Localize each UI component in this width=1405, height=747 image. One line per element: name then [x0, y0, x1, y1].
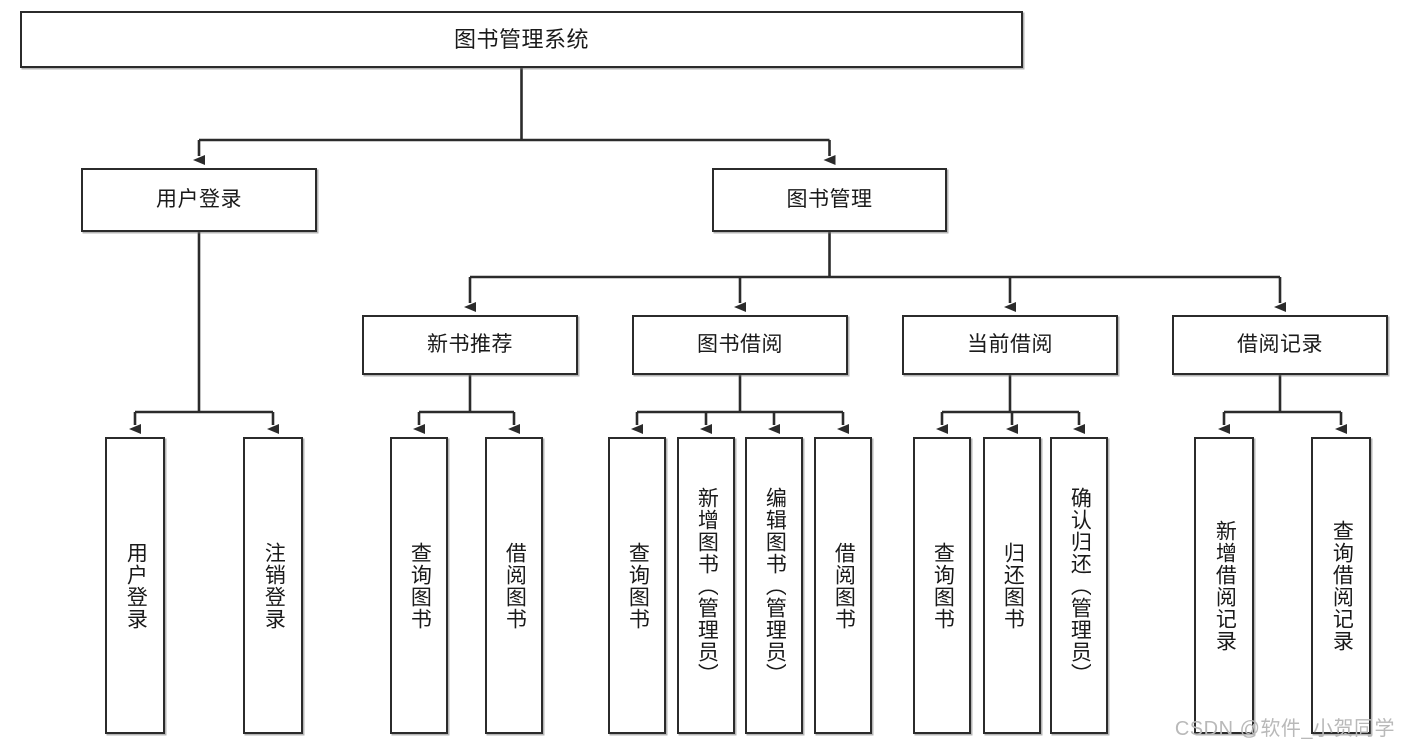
node-label: 新书推荐 [427, 332, 513, 356]
node-label: 确认归还（管理员） [1068, 486, 1092, 685]
node-level2-node-1-e59bbee4b9a6e7aea1e79086[interactable]: 图书管理 [712, 168, 947, 232]
node-level3-node-3-e5809fe99885e8aeb0e5bd95[interactable]: 借阅记录 [1172, 315, 1388, 375]
node-label: 新增图书（管理员） [695, 486, 719, 685]
node-leaf-node-5-e696b0e5a29ee59bbee4b9a6[interactable]: 新增图书（管理员） [677, 437, 735, 734]
node-label: 用户登录 [124, 541, 148, 630]
node-label: 新增借阅记录 [1213, 519, 1237, 652]
node-leaf-node-9-e5bd92e8bf98e59bbee4b9a6[interactable]: 归还图书 [983, 437, 1041, 734]
node-leaf-node-4-e69fa5e8afa2e59bbee4b9a6[interactable]: 查询图书 [608, 437, 666, 734]
node-label: 查询图书 [408, 541, 432, 630]
node-label: 编辑图书（管理员） [763, 486, 787, 685]
node-leaf-node-8-e69fa5e8afa2e59bbee4b9a6[interactable]: 查询图书 [913, 437, 971, 734]
node-label: 当前借阅 [967, 332, 1053, 356]
node-leaf-node-2-e69fa5e8afa2e59bbee4b9a6[interactable]: 查询图书 [390, 437, 448, 734]
node-label: 借阅记录 [1237, 332, 1323, 356]
node-leaf-node-1-e6b3a8e99480e799bbe5bd95[interactable]: 注销登录 [243, 437, 303, 734]
node-root-book-management-system[interactable]: 图书管理系统 [20, 11, 1023, 68]
node-level3-node-0-e696b0e4b9a6e68ea8e88d90[interactable]: 新书推荐 [362, 315, 578, 375]
node-level3-node-1-e59bbee4b9a6e5809fe99885[interactable]: 图书借阅 [632, 315, 848, 375]
node-leaf-node-11-e696b0e5a29ee5809fe99885[interactable]: 新增借阅记录 [1194, 437, 1254, 734]
node-level2-node-0-e794a8e688b7e799bbe5bd95[interactable]: 用户登录 [81, 168, 317, 232]
node-leaf-node-3-e5809fe99885e59bbee4b9a6[interactable]: 借阅图书 [485, 437, 543, 734]
node-label: 借阅图书 [832, 541, 856, 630]
node-label: 图书管理系统 [453, 26, 589, 52]
node-leaf-node-6-e7bc96e8be91e59bbee4b9a6[interactable]: 编辑图书（管理员） [745, 437, 803, 734]
node-label: 图书管理 [786, 187, 873, 211]
node-label: 查询图书 [931, 541, 955, 630]
node-leaf-node-10-e7a1aee8aea4e5bd92e8bf98[interactable]: 确认归还（管理员） [1050, 437, 1108, 734]
node-label: 用户登录 [156, 187, 242, 211]
node-label: 图书借阅 [697, 332, 783, 356]
node-label: 归还图书 [1001, 541, 1025, 630]
node-leaf-node-7-e5809fe99885e59bbee4b9a6[interactable]: 借阅图书 [814, 437, 872, 734]
node-leaf-node-0-e794a8e688b7e799bbe5bd95[interactable]: 用户登录 [105, 437, 165, 734]
node-leaf-node-12-e69fa5e8afa2e5809fe99885[interactable]: 查询借阅记录 [1311, 437, 1371, 734]
watermark: CSDN @软件_小贺同学 [1174, 718, 1395, 740]
node-label: 注销登录 [262, 541, 286, 630]
node-label: 查询图书 [626, 541, 650, 630]
node-label: 查询借阅记录 [1330, 519, 1354, 652]
node-label: 借阅图书 [503, 541, 527, 630]
node-level3-node-2-e5bd93e5898de5809fe99885[interactable]: 当前借阅 [902, 315, 1118, 375]
